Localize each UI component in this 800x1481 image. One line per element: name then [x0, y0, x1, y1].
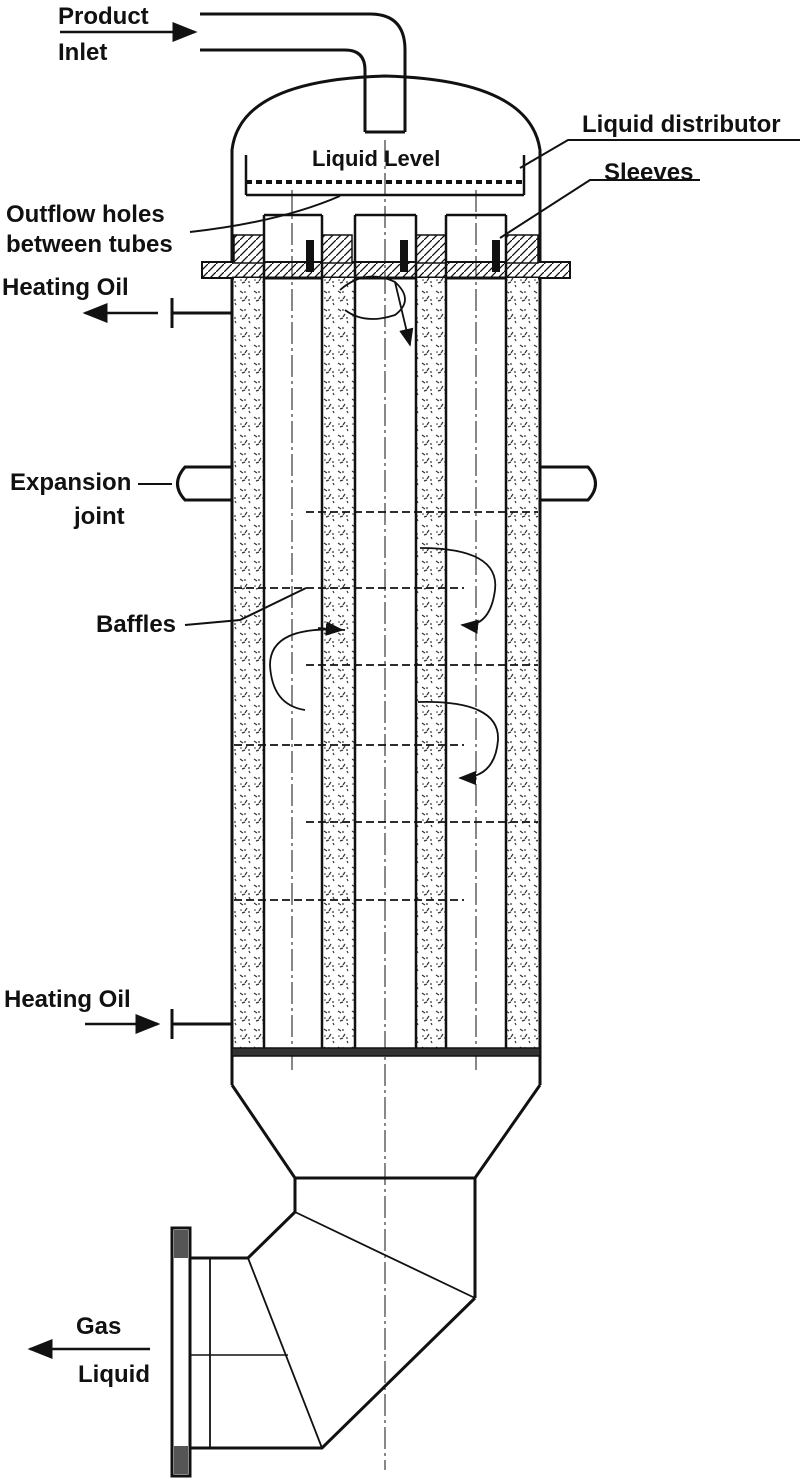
- expansion-joint: [176, 465, 597, 502]
- heating-oil-outlet-nozzle: [170, 298, 232, 328]
- label-outflow-holes: Outflow holes: [6, 201, 165, 228]
- label-liquid: Liquid: [78, 1361, 150, 1388]
- label-product-inlet-2: Inlet: [58, 39, 107, 66]
- label-heating-oil-outlet: Heating Oil: [2, 274, 129, 301]
- label-outflow-holes-2: between tubes: [6, 231, 173, 258]
- leader-lines: [138, 139, 800, 626]
- label-liquid-distributor: Liquid distributor: [582, 111, 781, 138]
- evaporator-shell: [230, 195, 542, 1085]
- label-gas: Gas: [76, 1313, 121, 1340]
- sleeves: [233, 234, 539, 272]
- heating-oil-inlet-nozzle: [170, 1009, 232, 1039]
- flow-arrows: [269, 275, 499, 786]
- outlet-flange: [170, 1226, 192, 1478]
- tube-sheet-flange: [201, 261, 571, 279]
- label-expansion-joint-2: joint: [73, 503, 125, 530]
- label-product-inlet: Product: [58, 3, 149, 30]
- heat-exchanger-tubes: [262, 213, 508, 1048]
- bottom-tube-sheet: [231, 1047, 541, 1057]
- product-inlet-pipe: [200, 12, 407, 134]
- label-heating-oil-inlet: Heating Oil: [4, 986, 131, 1013]
- label-expansion-joint: Expansion: [10, 469, 131, 496]
- shell-side-packing: [234, 278, 538, 1048]
- baffles: [234, 511, 538, 901]
- bottom-cone: [230, 1084, 542, 1298]
- top-dome-head: [230, 74, 542, 195]
- label-sleeves: Sleeves: [604, 159, 693, 186]
- tube-centerlines: [291, 140, 477, 1470]
- label-baffles: Baffles: [96, 611, 176, 638]
- label-liquid-level: Liquid Level: [312, 146, 440, 171]
- outlet-elbow: [190, 1210, 477, 1450]
